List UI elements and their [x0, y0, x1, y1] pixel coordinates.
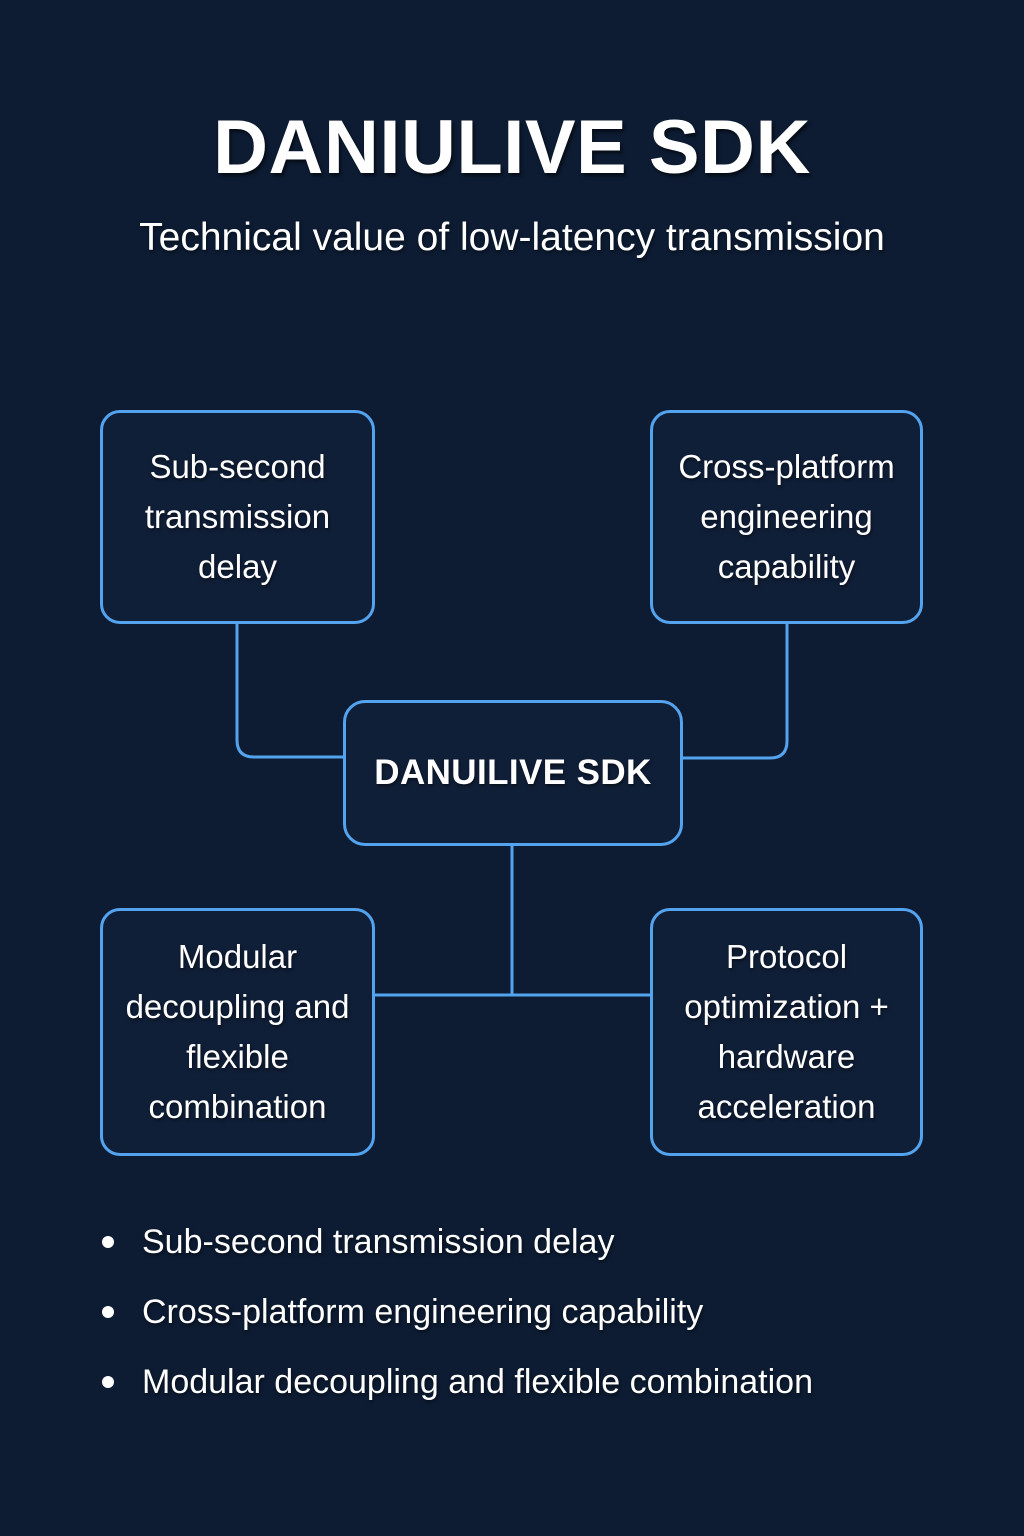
list-item: Cross-platform engineering capability	[96, 1288, 946, 1336]
edge-topright-to-center	[683, 624, 789, 760]
node-cross-platform-engineering-capability[interactable]: Cross-platform engineering capability	[650, 410, 923, 624]
header: DANIULIVE SDK Technical value of low-lat…	[0, 0, 1024, 262]
node-label: Cross-platform engineering capability	[678, 448, 895, 585]
page-subtitle: Technical value of low-latency transmiss…	[139, 216, 885, 259]
key-points-list: Sub-second transmission delay Cross-plat…	[96, 1218, 946, 1428]
list-item-label: Sub-second transmission delay	[142, 1223, 615, 1261]
node-label: Sub-second transmission delay	[144, 448, 331, 585]
list-item: Sub-second transmission delay	[96, 1218, 946, 1266]
list-item-label: Modular decoupling and flexible combinat…	[142, 1363, 813, 1401]
list-item-label: Cross-platform engineering capability	[142, 1293, 704, 1331]
page-title: DANIULIVE SDK	[213, 105, 811, 190]
node-danuilive-sdk-center[interactable]: DANUILIVE SDK	[343, 700, 683, 846]
node-modular-decoupling-and-flexible-combination[interactable]: Modular decoupling and flexible combinat…	[100, 908, 375, 1156]
edge-topleft-to-center	[235, 624, 343, 759]
node-label: Protocol optimization + hardware acceler…	[684, 938, 889, 1125]
bullet-icon	[102, 1376, 114, 1388]
node-sub-second-transmission-delay[interactable]: Sub-second transmission delay	[100, 410, 375, 624]
list-item: Modular decoupling and flexible combinat…	[96, 1358, 946, 1406]
bullet-icon	[102, 1236, 114, 1248]
bullet-icon	[102, 1306, 114, 1318]
node-label: DANUILIVE SDK	[374, 753, 652, 792]
node-protocol-optimization-hardware-acceleration[interactable]: Protocol optimization + hardware acceler…	[650, 908, 923, 1156]
node-label: Modular decoupling and flexible combinat…	[125, 938, 350, 1125]
